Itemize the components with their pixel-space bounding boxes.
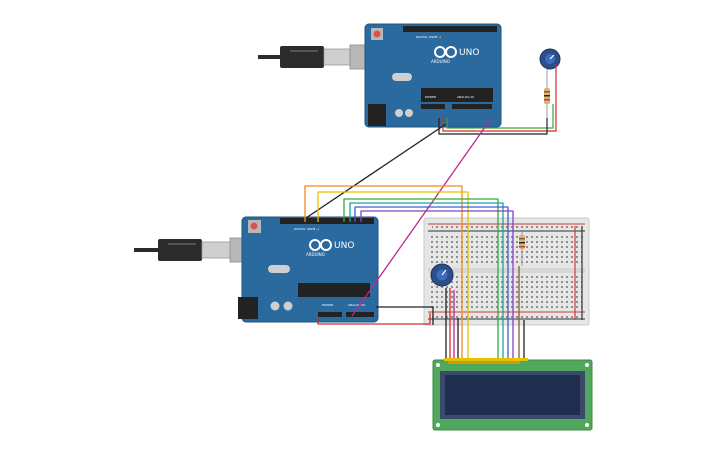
breadboard-hole-grid-upper <box>430 235 582 265</box>
arduino-uno-top[interactable]: DIGITAL (PWM~) UNO ARDUINO POWER ANALOG … <box>364 23 502 128</box>
breadboard-rail-holes-bottom <box>432 313 580 318</box>
wires-top <box>438 64 557 135</box>
wires-interconnect <box>299 119 525 360</box>
potentiometer-top[interactable] <box>539 48 561 70</box>
model-label: UNO <box>459 48 479 58</box>
arduino-uno-bottom[interactable]: DIGITAL (PWM~) UNO ARDUINO POWER ANALOG … <box>238 216 379 323</box>
brand-label: ARDUINO <box>431 59 450 64</box>
usb-cable-bottom <box>134 237 255 263</box>
breadboard-hole-grid-lower <box>430 276 582 308</box>
resistor-top[interactable] <box>544 69 550 118</box>
analog-label: ANALOG IN <box>348 303 365 307</box>
resistor-breadboard[interactable] <box>519 232 525 266</box>
potentiometer-breadboard[interactable] <box>430 263 454 287</box>
usb-cable-top <box>258 44 373 70</box>
digital-header-label: DIGITAL (PWM~) <box>416 35 441 39</box>
lcd-16x2[interactable] <box>432 359 593 431</box>
power-label: POWER <box>322 303 333 307</box>
analog-label: ANALOG IN <box>457 95 474 99</box>
power-label: POWER <box>425 95 436 99</box>
model-label: UNO <box>334 241 354 251</box>
lcd-pin-header <box>444 358 528 361</box>
digital-header-label: DIGITAL (PWM~) <box>294 227 319 231</box>
breadboard-rail-holes-top <box>432 225 580 230</box>
brand-label: ARDUINO <box>306 252 325 257</box>
